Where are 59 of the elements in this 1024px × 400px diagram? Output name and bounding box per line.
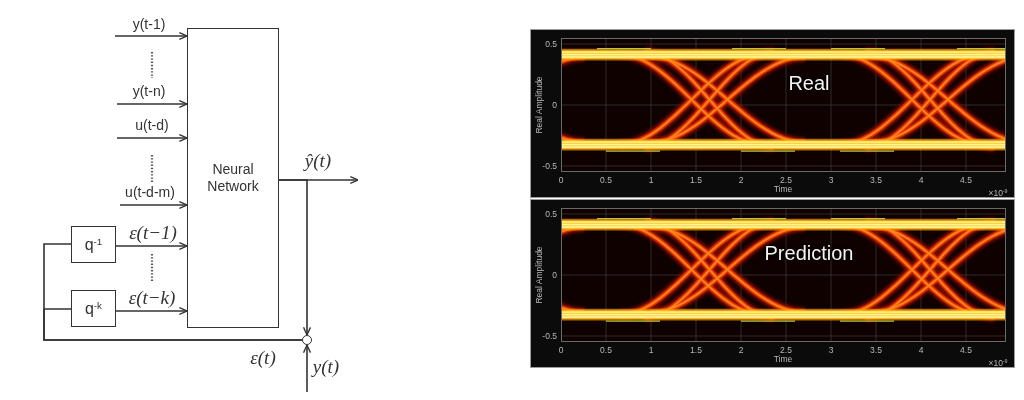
axis-label: Real Amplitude [534,76,544,134]
tick-label: 3.5 [870,345,882,355]
tick-label: 0 [558,175,564,185]
tick-label: 0 [552,100,557,110]
arrow [116,99,188,109]
delay-block [71,226,116,263]
block-label: q$^{-1}$ [84,234,103,255]
arrow [115,241,188,251]
signal-label: u(t-d-m) [125,185,175,199]
tick-label: 3.5 [870,175,882,185]
axis-label: Real Amplitude [534,246,544,304]
summing-junction [302,335,312,345]
arrow [115,306,188,316]
connector-line [43,308,303,341]
tick-label: 4.5 [960,345,972,355]
tick-label: 3 [828,345,834,355]
signal-label: ε(t) [250,347,276,367]
tick-label: 1.5 [690,345,702,355]
tick-label: 4.5 [960,175,972,185]
plot-title: Real [788,73,830,93]
tick-label: 1 [648,345,654,355]
plot-title: Prediction [764,243,854,263]
axis-exponent: ×10$^{-9}$ [988,358,1008,368]
axis-label: Time [773,184,793,194]
signal-label: y(t-n) [132,84,166,98]
tick-label: 0.5 [600,175,612,185]
tick-label: 0.5 [545,39,557,49]
arrow [278,179,312,336]
tick-label: 4 [918,345,924,355]
tick-label: 0 [558,345,564,355]
tick-label: -0.5 [542,331,557,341]
delay-block [71,290,116,327]
tick-label: 2 [738,175,744,185]
arrow [114,31,188,41]
block-label: Neural Network [206,161,260,195]
signal-label: ε(t−k) [128,287,176,307]
tick-label: 0.5 [545,209,557,219]
signal-label: y(t-1) [132,17,166,31]
signal-label: ŷ(t) [304,150,332,170]
axis-exponent: ×10$^{-9}$ [988,188,1008,198]
tick-label: 1 [648,175,654,185]
arrow [116,133,188,143]
neural-network-block [187,28,279,328]
signal-label: u(t-d) [135,118,169,132]
tick-label: 4 [918,175,924,185]
arrow [302,344,312,393]
tick-label: -0.5 [542,161,557,171]
tick-label: 2 [738,345,744,355]
tick-label: 2.5 [780,175,792,185]
tick-label: 3 [828,175,834,185]
tick-label: 0.5 [600,345,612,355]
axis-label: Time [773,354,793,364]
signal-label: y(t) [312,356,340,376]
block-label: q$^{-k}$ [84,298,103,319]
tick-label: 0 [552,270,557,280]
tick-label: 2.5 [780,345,792,355]
arrow [119,200,188,210]
signal-label: ε(t−1) [129,222,177,242]
tick-label: 1.5 [690,175,702,185]
